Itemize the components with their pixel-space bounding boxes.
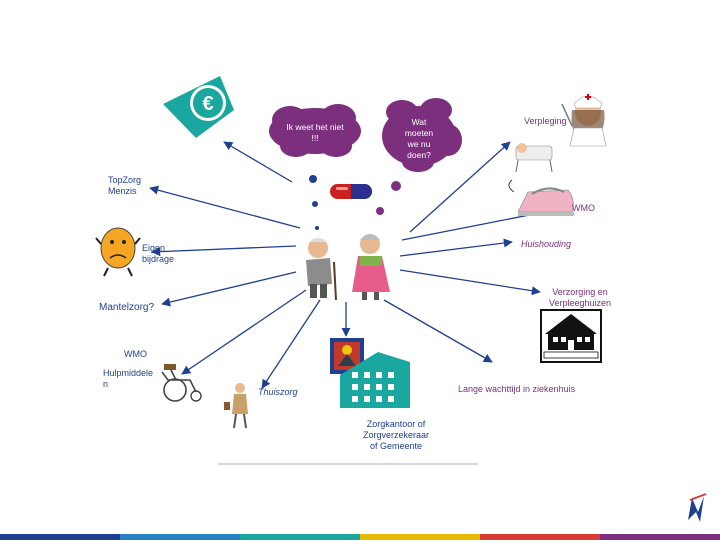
walker-icon (224, 383, 248, 429)
arrows (149, 141, 556, 389)
svg-text:€: € (202, 93, 213, 115)
label-verpleging: Verpleging (524, 116, 567, 126)
arrow-to-euro (223, 141, 293, 183)
thought-bubble-left (269, 104, 361, 157)
footer-color-segment (360, 534, 480, 540)
footer-color-segment (120, 534, 240, 540)
thought-dot (312, 201, 318, 207)
label-topzorg: TopZorg Menzis (108, 175, 142, 196)
footer-color-bar (0, 534, 720, 540)
bubble-text-left: Ik weet het niet !!! (286, 122, 344, 143)
thought-bubble-right (382, 98, 462, 172)
sad-face-icon (95, 227, 141, 277)
arrow-to-huishouding (399, 238, 513, 257)
pill-icon (330, 184, 372, 199)
arrow-to-thuiszorg (261, 299, 321, 389)
arrow-to-eigen (151, 245, 297, 257)
thought-dot (376, 207, 384, 215)
euro-icon: € (163, 76, 234, 138)
footer-color-segment (480, 534, 600, 540)
arrow-to-wachttijd (383, 299, 493, 363)
logo-icon (688, 493, 707, 522)
arrow-to-mantelzorg (161, 271, 297, 307)
arrow-to-hulpmiddelen (181, 289, 307, 375)
thought-dot (309, 175, 317, 183)
label-thuiszorg: Thuiszorg (258, 387, 298, 397)
label-huishouding: Huishouding (521, 239, 572, 249)
footer-color-segment (0, 534, 120, 540)
bed-patient-icon (515, 143, 553, 173)
label-wachttijd: Lange wachttijd in ziekenhuis (458, 384, 576, 394)
label-hulpmiddelen: Hulpmiddele n (103, 368, 154, 389)
nurse-icon (561, 94, 607, 147)
arrow-to-verzorging (399, 269, 541, 296)
label-zorgkantoor: Zorgkantoor of Zorgverzekeraar of Gemeen… (362, 419, 430, 451)
thought-dot (315, 226, 319, 230)
wheelchair-icon (161, 364, 202, 402)
label-eigen-bijdrage: Eigen bijdrage (142, 243, 175, 264)
building-icon (330, 338, 410, 408)
label-wmo-right: WMO (572, 203, 595, 213)
thought-dot (391, 181, 401, 191)
house-icon (540, 309, 602, 363)
bubble-text-right: Wat moeten we nu doen? (404, 117, 434, 160)
label-verzorging: Verzorging en Verpleeghuizen (548, 287, 612, 308)
arrow-to-verpleging (409, 141, 511, 233)
footer-color-segment (240, 534, 360, 540)
label-mantelzorg: Mantelzorg? (99, 302, 155, 313)
iron-icon (508, 179, 574, 216)
label-wmo-left: WMO (124, 349, 147, 359)
elderly-couple-icon (306, 234, 390, 301)
arrow-to-topzorg (149, 185, 301, 229)
footer-color-segment (600, 534, 720, 540)
